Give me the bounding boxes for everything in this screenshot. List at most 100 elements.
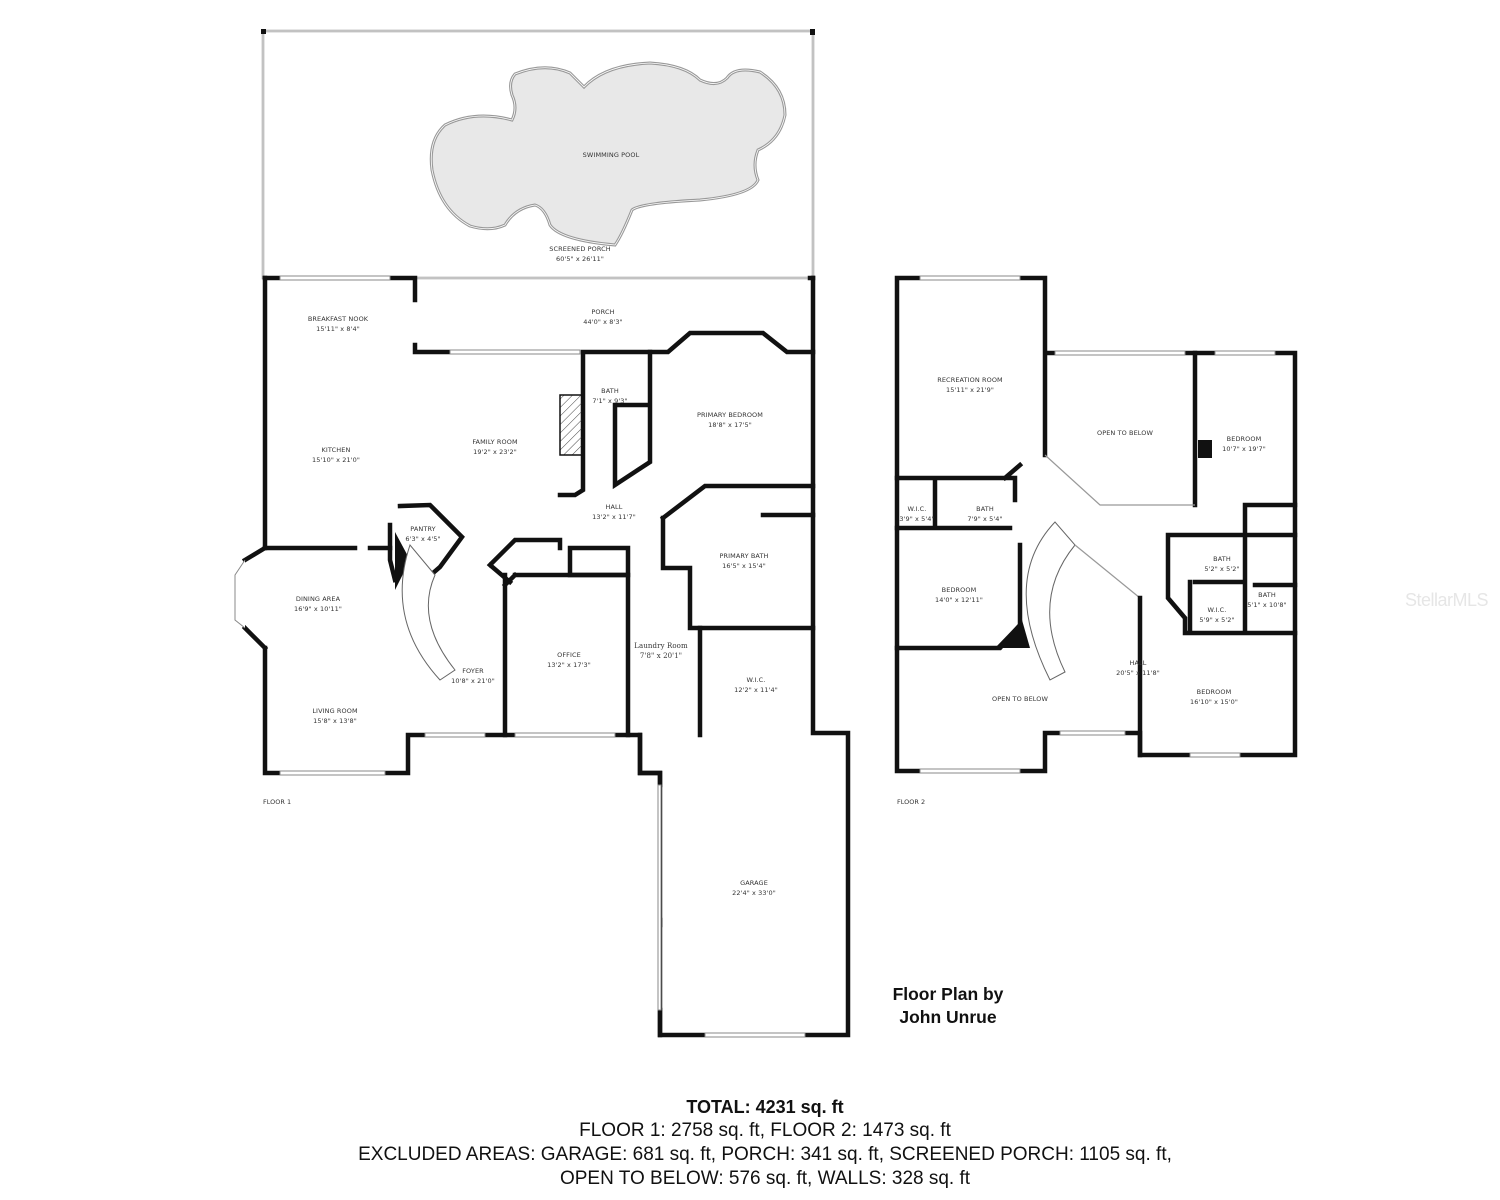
room-dims: 14'0" x 12'11" — [935, 596, 983, 604]
room-name: Laundry Room — [634, 642, 688, 650]
room-label-foyer: FOYER 10'8" x 21'0" — [451, 666, 495, 686]
credit-line-2: John Unrue — [899, 1007, 997, 1027]
room-dims: 5'2" x 5'2" — [1204, 565, 1240, 573]
room-label-recreation-room: RECREATION ROOM 15'11" x 21'9" — [937, 375, 1003, 395]
room-dims: 13'2" x 11'7" — [592, 513, 636, 521]
room-name: PRIMARY BATH — [719, 552, 769, 560]
room-name: HALL — [1129, 659, 1147, 667]
room-dims: 16'5" x 15'4" — [722, 562, 766, 570]
room-label-porch: PORCH 44'0" x 8'3" — [583, 307, 622, 327]
room-name: BATH — [1258, 591, 1276, 599]
room-name: DINING AREA — [295, 595, 341, 603]
room-dims: 44'0" x 8'3" — [583, 318, 623, 326]
room-dims: 19'2" x 23'2" — [473, 448, 517, 456]
room-label-bath-east: BATH 5'1" x 10'8" — [1247, 590, 1286, 610]
room-dims: 15'11" x 21'9" — [946, 386, 994, 394]
room-dims: 10'8" x 21'0" — [451, 677, 495, 685]
room-dims: 3'9" x 5'4" — [899, 515, 935, 523]
room-label-kitchen: KITCHEN 15'10" x 21'0" — [312, 445, 360, 465]
room-label-office: OFFICE 13'2" x 17'3" — [547, 650, 591, 670]
room-name: PRIMARY BEDROOM — [697, 411, 763, 419]
room-label-family-room: FAMILY ROOM 19'2" x 23'2" — [472, 437, 517, 457]
room-label-hall-upper: HALL 20'5" x 11'8" — [1116, 658, 1160, 678]
room-name: BEDROOM — [941, 586, 977, 594]
room-name: SCREENED PORCH — [549, 245, 611, 253]
excluded-areas: EXCLUDED AREAS: GARAGE: 681 sq. ft, PORC… — [358, 1144, 1172, 1165]
room-name: W.I.C. — [746, 676, 766, 684]
room-name: BATH — [1213, 555, 1231, 563]
room-dims: 60'5" x 26'11" — [556, 255, 604, 263]
room-name: BREAKFAST NOOK — [307, 315, 369, 323]
room-label-laundry-room: Laundry Room 7'8" x 20'1" — [634, 641, 687, 661]
room-dims: 13'2" x 17'3" — [547, 661, 591, 669]
room-label-open-to-below-lower: OPEN TO BELOW — [992, 694, 1048, 704]
room-label-dining-area: DINING AREA 16'9" x 10'11" — [294, 594, 342, 614]
total-area: TOTAL: 4231 sq. ft — [686, 1097, 844, 1117]
room-dims: 5'1" x 10'8" — [1247, 601, 1287, 609]
room-name: LIVING ROOM — [312, 707, 358, 715]
room-label-wic-small: W.I.C. 3'9" x 5'4" — [899, 504, 934, 524]
staircase-floor-1 — [401, 543, 456, 681]
room-label-primary-bath: PRIMARY BATH 16'5" x 15'4" — [719, 551, 768, 571]
room-dims: 15'10" x 21'0" — [312, 456, 360, 464]
floor-1-tag: FLOOR 1 — [263, 798, 292, 806]
room-dims: 22'4" x 33'0" — [732, 889, 776, 897]
room-label-bedroom-east: BEDROOM 10'7" x 19'7" — [1222, 434, 1266, 454]
room-label-wic-center: W.I.C. 5'9" x 5'2" — [1199, 605, 1234, 625]
room-dims: 7'8" x 20'1" — [639, 652, 683, 660]
room-label-swimming-pool: SWIMMING POOL — [583, 150, 640, 160]
room-dims: 10'7" x 19'7" — [1222, 445, 1266, 453]
excluded-areas-continued: OPEN TO BELOW: 576 sq. ft, WALLS: 328 sq… — [559, 1168, 971, 1189]
room-name: GARAGE — [740, 879, 768, 887]
room-label-pantry: PANTRY 6'3" x 4'5" — [405, 524, 440, 544]
room-name: BATH — [601, 387, 619, 395]
stellarmls-watermark: StellarMLS — [1405, 590, 1489, 610]
room-name: PORCH — [591, 308, 615, 316]
room-name: PANTRY — [410, 525, 436, 533]
room-label-garage: GARAGE 22'4" x 33'0" — [732, 878, 776, 898]
floor-2-plan — [894, 275, 1298, 774]
room-name: W.I.C. — [907, 505, 927, 513]
room-label-screened-porch: SCREENED PORCH 60'5" x 26'11" — [549, 244, 611, 264]
room-name: BATH — [976, 505, 994, 513]
room-label-hall: HALL 13'2" x 11'7" — [592, 502, 636, 522]
room-name: BEDROOM — [1226, 435, 1262, 443]
room-label-primary-bedroom: PRIMARY BEDROOM 18'8" x 17'5" — [697, 410, 763, 430]
room-dims: 7'1" x 9'3" — [592, 397, 628, 405]
floor-1-plan — [234, 29, 851, 1038]
credit-line-1: Floor Plan by — [892, 984, 1004, 1004]
staircase-floor-2 — [1025, 521, 1076, 681]
room-dims: 15'11" x 8'4" — [316, 325, 360, 333]
room-label-bath: BATH 7'1" x 9'3" — [592, 386, 627, 406]
room-name: OPEN TO BELOW — [991, 695, 1049, 703]
room-name: OPEN TO BELOW — [1096, 429, 1154, 437]
room-dims: 16'9" x 10'11" — [294, 605, 342, 613]
room-name: FOYER — [462, 667, 484, 675]
room-dims: 16'10" x 15'0" — [1190, 698, 1238, 706]
room-label-bedroom-south: BEDROOM 16'10" x 15'0" — [1190, 687, 1238, 707]
room-dims: 5'9" x 5'2" — [1199, 616, 1235, 624]
room-label-wic: W.I.C. 12'2" x 11'4" — [734, 675, 778, 695]
room-label-open-to-below-upper: OPEN TO BELOW — [1097, 428, 1153, 438]
room-label-living-room: LIVING ROOM 15'8" x 13'8" — [312, 706, 357, 726]
area-totals: TOTAL: 4231 sq. ft FLOOR 1: 2758 sq. ft,… — [0, 1096, 1500, 1191]
room-name: W.I.C. — [1207, 606, 1227, 614]
room-dims: 12'2" x 11'4" — [734, 686, 778, 694]
room-dims: 15'8" x 13'8" — [313, 717, 357, 725]
room-name: SWIMMING POOL — [582, 151, 640, 159]
room-name: OFFICE — [557, 651, 581, 659]
room-name: BEDROOM — [1196, 688, 1232, 696]
room-dims: 18'8" x 17'5" — [708, 421, 752, 429]
room-name: HALL — [605, 503, 623, 511]
room-name: FAMILY ROOM — [472, 438, 518, 446]
room-name: RECREATION ROOM — [937, 376, 1003, 384]
room-label-breakfast-nook: BREAKFAST NOOK 15'11" x 8'4" — [308, 314, 368, 334]
room-label-bath-center: BATH 5'2" x 5'2" — [1204, 554, 1239, 574]
room-dims: 6'3" x 4'5" — [405, 535, 441, 543]
floor-areas: FLOOR 1: 2758 sq. ft, FLOOR 2: 1473 sq. … — [579, 1120, 951, 1141]
room-label-bedroom-west: BEDROOM 14'0" x 12'11" — [935, 585, 983, 605]
room-name: KITCHEN — [321, 446, 351, 454]
room-dims: 20'5" x 11'8" — [1116, 669, 1160, 677]
